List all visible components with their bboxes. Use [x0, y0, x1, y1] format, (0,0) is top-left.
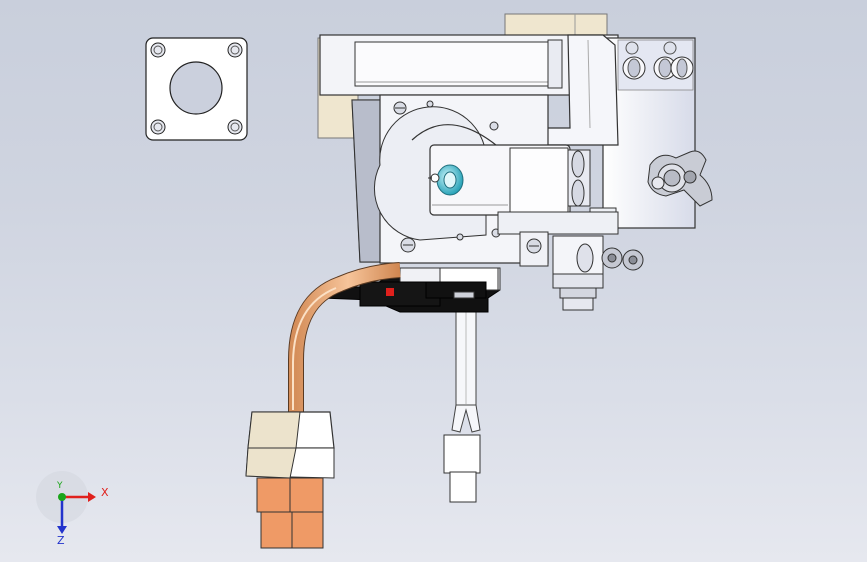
triad-x-label: X — [101, 486, 109, 499]
cable-clip[interactable] — [321, 267, 501, 313]
lower-base[interactable] — [497, 211, 619, 267]
indicator-light — [386, 288, 394, 296]
triad-z-label: Z — [57, 534, 65, 547]
side-plate[interactable] — [602, 37, 696, 229]
signal-cable[interactable] — [443, 304, 481, 503]
wing-nut[interactable] — [647, 150, 713, 207]
triad-y-label: Y — [57, 481, 63, 491]
power-connector[interactable] — [245, 411, 335, 549]
air-fitting[interactable] — [552, 235, 644, 311]
nozzle-lens[interactable] — [428, 164, 464, 196]
flange-plate[interactable] — [145, 37, 248, 141]
copper-hose[interactable] — [288, 262, 401, 412]
orientation-triad — [36, 471, 96, 534]
